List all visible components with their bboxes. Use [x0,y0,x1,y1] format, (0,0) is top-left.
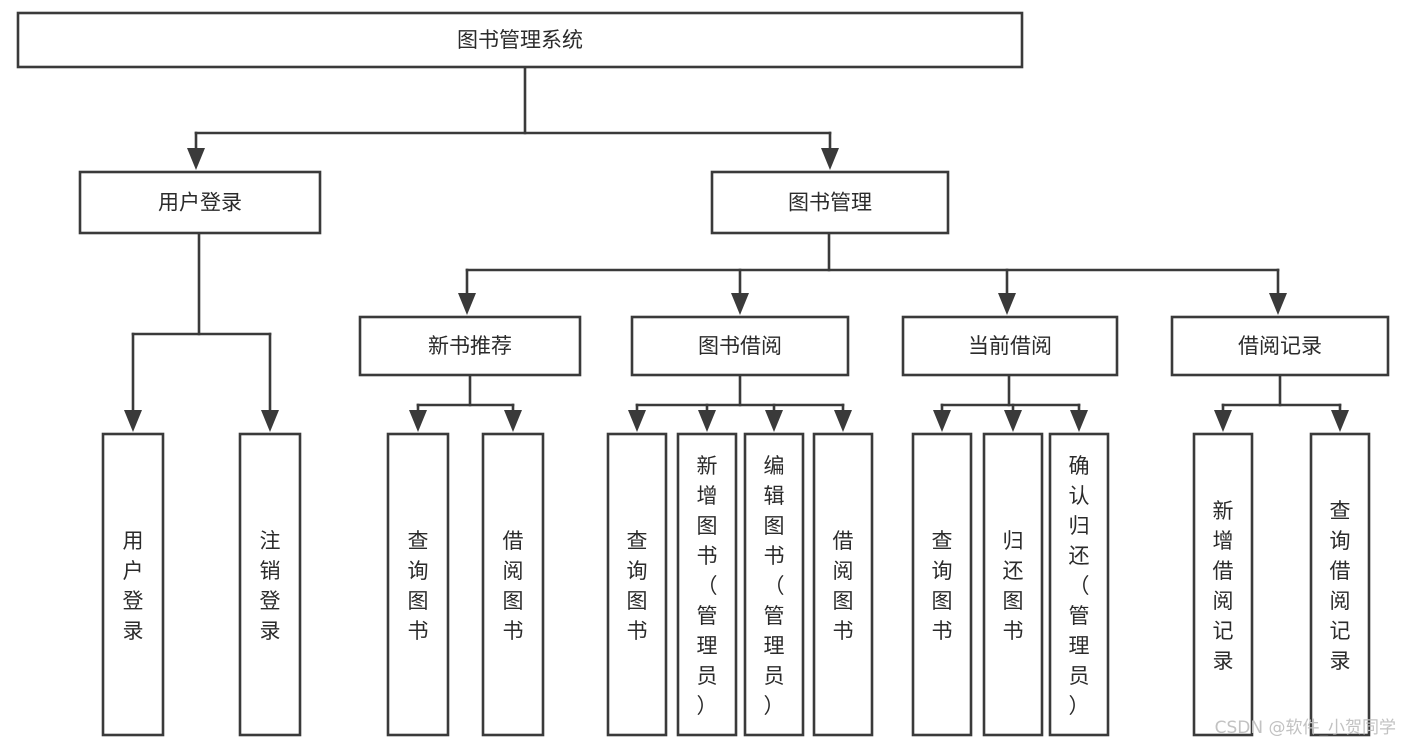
node-label-leaf-edit-book-admin: 编辑图书（管理员） [764,454,785,718]
current-borrow-arrow-0 [933,410,951,432]
node-label-leaf-borrow-book: 借阅图书 [833,529,854,643]
node-layer: 图书管理系统用户登录图书管理新书推荐图书借阅当前借阅借阅记录用户登录注销登录查询… [16,11,1390,737]
node-label-leaf-confirm-return-admin: 确认归还（管理员） [1069,454,1090,718]
current-borrow-arrow-1 [1004,410,1022,432]
node-label-root: 图书管理系统 [457,28,583,52]
node-box-leaf-query-book-borrow [606,432,668,737]
node-label-leaf-query-borrow-record: 查询借阅记录 [1330,499,1351,673]
node-box-leaf-query-borrow-record [1309,432,1371,737]
node-leaf-user-login[interactable]: 用户登录 [101,432,165,737]
node-box-root [16,11,1024,69]
node-label-new-book-recommend: 新书推荐 [428,334,512,358]
book-borrow-arrow-1 [698,410,716,432]
user-login-arrow-0 [124,410,142,432]
node-leaf-return-book[interactable]: 归还图书 [982,432,1044,737]
root-arrow-0 [187,148,205,170]
node-box-book-borrow [630,315,850,377]
node-leaf-confirm-return-admin[interactable]: 确认归还（管理员） [1048,432,1110,737]
new-book-recommend-arrow-0 [409,410,427,432]
node-box-new-book-recommend [358,315,582,377]
root-arrow-1 [821,148,839,170]
book-management-arrow-1 [731,293,749,315]
node-box-borrow-records [1170,315,1390,377]
node-label-leaf-borrow-book-recommend: 借阅图书 [503,529,524,643]
node-leaf-edit-book-admin[interactable]: 编辑图书（管理员） [743,432,805,737]
borrow-records-arrow-1 [1331,410,1349,432]
node-current-borrow[interactable]: 当前借阅 [901,315,1119,377]
node-box-leaf-borrow-book-recommend [481,432,545,737]
node-box-leaf-logout-login [238,432,302,737]
node-box-leaf-borrow-book [812,432,874,737]
node-box-leaf-user-login [101,432,165,737]
node-box-leaf-query-book-recommend [386,432,450,737]
node-box-leaf-query-book-current [911,432,973,737]
node-leaf-query-borrow-record[interactable]: 查询借阅记录 [1309,432,1371,737]
node-box-user-login [78,170,322,235]
node-label-leaf-query-book-recommend: 查询图书 [408,529,429,643]
node-label-leaf-add-book-admin: 新增图书（管理员） [697,454,718,718]
node-box-leaf-return-book [982,432,1044,737]
node-new-book-recommend[interactable]: 新书推荐 [358,315,582,377]
node-leaf-query-book-borrow[interactable]: 查询图书 [606,432,668,737]
node-leaf-borrow-book[interactable]: 借阅图书 [812,432,874,737]
node-leaf-add-book-admin[interactable]: 新增图书（管理员） [676,432,738,737]
node-box-leaf-add-book-admin [676,432,738,737]
node-leaf-query-book-recommend[interactable]: 查询图书 [386,432,450,737]
new-book-recommend-arrow-1 [504,410,522,432]
node-box-current-borrow [901,315,1119,377]
node-user-login[interactable]: 用户登录 [78,170,322,235]
book-management-arrow-3 [1269,293,1287,315]
connector-layer [124,65,1349,432]
node-leaf-add-borrow-record[interactable]: 新增借阅记录 [1192,432,1254,737]
node-leaf-borrow-book-recommend[interactable]: 借阅图书 [481,432,545,737]
book-borrow-arrow-3 [834,410,852,432]
node-label-leaf-add-borrow-record: 新增借阅记录 [1213,499,1234,673]
csdn-watermark: CSDN @软件_小贺同学 [1215,718,1396,738]
node-leaf-query-book-current[interactable]: 查询图书 [911,432,973,737]
node-label-leaf-return-book: 归还图书 [1003,529,1024,643]
node-label-leaf-user-login: 用户登录 [123,529,144,643]
book-management-arrow-2 [998,293,1016,315]
node-label-user-login: 用户登录 [158,191,242,215]
current-borrow-arrow-2 [1070,410,1088,432]
node-label-borrow-records: 借阅记录 [1238,334,1322,358]
node-label-book-borrow: 图书借阅 [698,334,782,358]
book-management-arrow-0 [458,293,476,315]
node-root[interactable]: 图书管理系统 [16,11,1024,69]
node-label-leaf-query-book-borrow: 查询图书 [627,529,648,643]
book-borrow-arrow-0 [628,410,646,432]
node-leaf-logout-login[interactable]: 注销登录 [238,432,302,737]
book-borrow-arrow-2 [765,410,783,432]
node-book-management[interactable]: 图书管理 [710,170,950,235]
node-label-book-management: 图书管理 [788,191,872,215]
node-label-leaf-query-book-current: 查询图书 [932,529,953,643]
node-book-borrow[interactable]: 图书借阅 [630,315,850,377]
user-login-arrow-1 [261,410,279,432]
node-box-leaf-confirm-return-admin [1048,432,1110,737]
node-borrow-records[interactable]: 借阅记录 [1170,315,1390,377]
node-box-book-management [710,170,950,235]
borrow-records-arrow-0 [1214,410,1232,432]
node-label-leaf-logout-login: 注销登录 [260,529,281,643]
node-box-leaf-add-borrow-record [1192,432,1254,737]
node-label-current-borrow: 当前借阅 [968,334,1052,358]
node-box-leaf-edit-book-admin [743,432,805,737]
